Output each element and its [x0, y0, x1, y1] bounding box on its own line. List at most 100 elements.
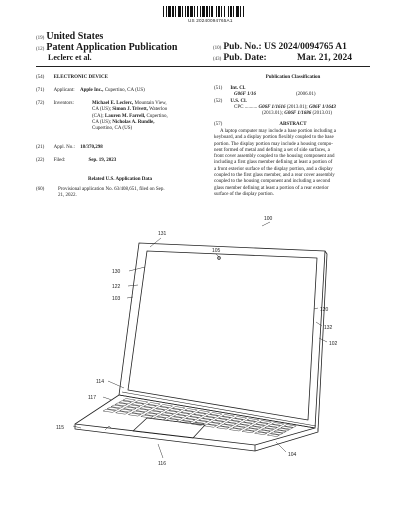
keyboard-key [144, 412, 158, 417]
barcode-bar [187, 6, 189, 17]
barcode-bar [197, 6, 198, 17]
code-72: (72) [36, 101, 45, 106]
barcode-bar [174, 6, 175, 17]
code-60: (60) [36, 187, 45, 192]
keyboard-key [258, 420, 273, 424]
abstract-line: a front exterior surface of the display … [214, 166, 333, 172]
abstract-line: portion. The display portion may include… [214, 141, 333, 147]
pub-type: Patent Application Publication [46, 42, 178, 53]
keyboard-key [244, 427, 259, 432]
keyboard-key [189, 414, 203, 418]
ref-104: 104 [288, 452, 297, 458]
keyboard-key [159, 404, 174, 408]
abstract-line: A laptop computer may include a base por… [220, 129, 336, 134]
barcode-bar [181, 6, 182, 17]
keyboard-key [271, 422, 285, 426]
header-rule [36, 66, 370, 67]
keyboard-key [171, 406, 186, 410]
keyboard-key [255, 422, 269, 426]
barcode-bar [234, 6, 236, 17]
barcode-bar [200, 6, 201, 17]
keyboard-key [228, 427, 243, 432]
keyboard-key [140, 414, 155, 419]
barcode-bar [221, 6, 222, 17]
keyboard-key [280, 426, 294, 430]
int-cl-code: G06F 1/16 [234, 92, 256, 98]
barcode-bar [239, 6, 240, 17]
country-line: (19)United States [36, 31, 103, 42]
abstract-line: keyboard, and a display portion flexibly… [214, 135, 334, 141]
abstract-line: glass member defining at least a portion… [214, 185, 329, 191]
barcode-bar [229, 6, 230, 17]
keyboard-key [106, 406, 121, 411]
keyboard-key [131, 410, 146, 415]
barcode-bar [216, 6, 217, 17]
keyboard-key [241, 429, 255, 434]
invention-title: ELECTRONIC DEVICE [53, 75, 108, 80]
inventor-line: Cupertino, CA (US) [92, 126, 133, 132]
code-54: (54) [36, 75, 45, 80]
abstract-heading: ABSTRACT [279, 122, 307, 127]
barcode-bar [240, 6, 241, 17]
keyboard-key [206, 422, 221, 426]
barcode-bar [167, 6, 168, 17]
appl-no-row: (21) Appl. No.: 18/370,298 [36, 145, 103, 150]
display-edge [317, 250, 328, 432]
trackpad [132, 417, 206, 439]
barcode-bar [209, 6, 210, 17]
keyboard-key [267, 424, 282, 428]
abstract-line: including a first glass member defining … [214, 160, 333, 166]
cpc-code: G06F 1/1616 [258, 104, 286, 110]
keyboard-key [246, 418, 260, 422]
code-10: (10) [213, 46, 222, 51]
keyboard-key [276, 427, 291, 432]
abstract-line: front cover assembly coupled to the hous… [214, 154, 335, 160]
barcode-bar [217, 6, 218, 17]
barcode-bar [205, 6, 206, 17]
code-71: (71) [36, 88, 45, 93]
ref-116: 116 [158, 461, 166, 467]
ref-105: 105 [212, 248, 221, 254]
applicant-location: Cupertino, CA (US) [104, 88, 145, 93]
keyboard-key [253, 431, 268, 435]
keyboard-key [266, 433, 281, 437]
us-cl-label: U.S. Cl. [230, 98, 247, 104]
pub-no-line: (10)Pub. No.: US 2024/0094765 A1 [213, 42, 347, 52]
barcode-bar [182, 6, 183, 17]
keyboard-key [251, 424, 266, 428]
barcode-bar [183, 6, 185, 17]
inventor-line: CA (US); Nicholas A. Rundle, [92, 119, 155, 125]
barcode-bar [208, 6, 209, 17]
int-cl-label: Int. Cl. [230, 86, 246, 91]
barcode-bar [224, 6, 225, 17]
keyboard-key [152, 416, 167, 421]
keyboard-key [203, 424, 218, 428]
pub-type-line: (12)Patent Application Publication [36, 42, 177, 53]
display-screen [127, 250, 318, 421]
keyboard-key [194, 420, 209, 424]
keyboard-key [114, 402, 129, 407]
ref-115: 115 [56, 425, 64, 431]
keyboard-key [190, 422, 205, 426]
inventors-label: Inventors: [53, 101, 74, 106]
barcode-bar [175, 6, 176, 17]
code-21: (21) [36, 145, 45, 150]
keyboard-key [143, 404, 157, 408]
keyboard-key [273, 429, 287, 434]
barcode-bar [201, 6, 202, 17]
appl-no: 18/370,298 [80, 145, 103, 150]
abstract-line: nent formed of metal and defining a set … [214, 147, 330, 153]
applicant-row: (71) Applicant: Apple Inc., Cupertino, C… [36, 88, 145, 93]
keyboard-key [169, 416, 183, 420]
keyboard-key [156, 414, 171, 419]
code-43: (43) [213, 57, 222, 62]
barcode-bar [210, 6, 211, 17]
keyboard-key [176, 412, 191, 416]
barcode-bar [228, 6, 229, 17]
barcode-bar [164, 6, 166, 17]
keyboard-key [178, 420, 192, 424]
keyboard-key [233, 416, 248, 420]
keyboard-key [217, 416, 232, 420]
keyboard-key [147, 402, 161, 406]
filed-row: (22) Filed: Sep. 19, 2023 [36, 158, 116, 163]
